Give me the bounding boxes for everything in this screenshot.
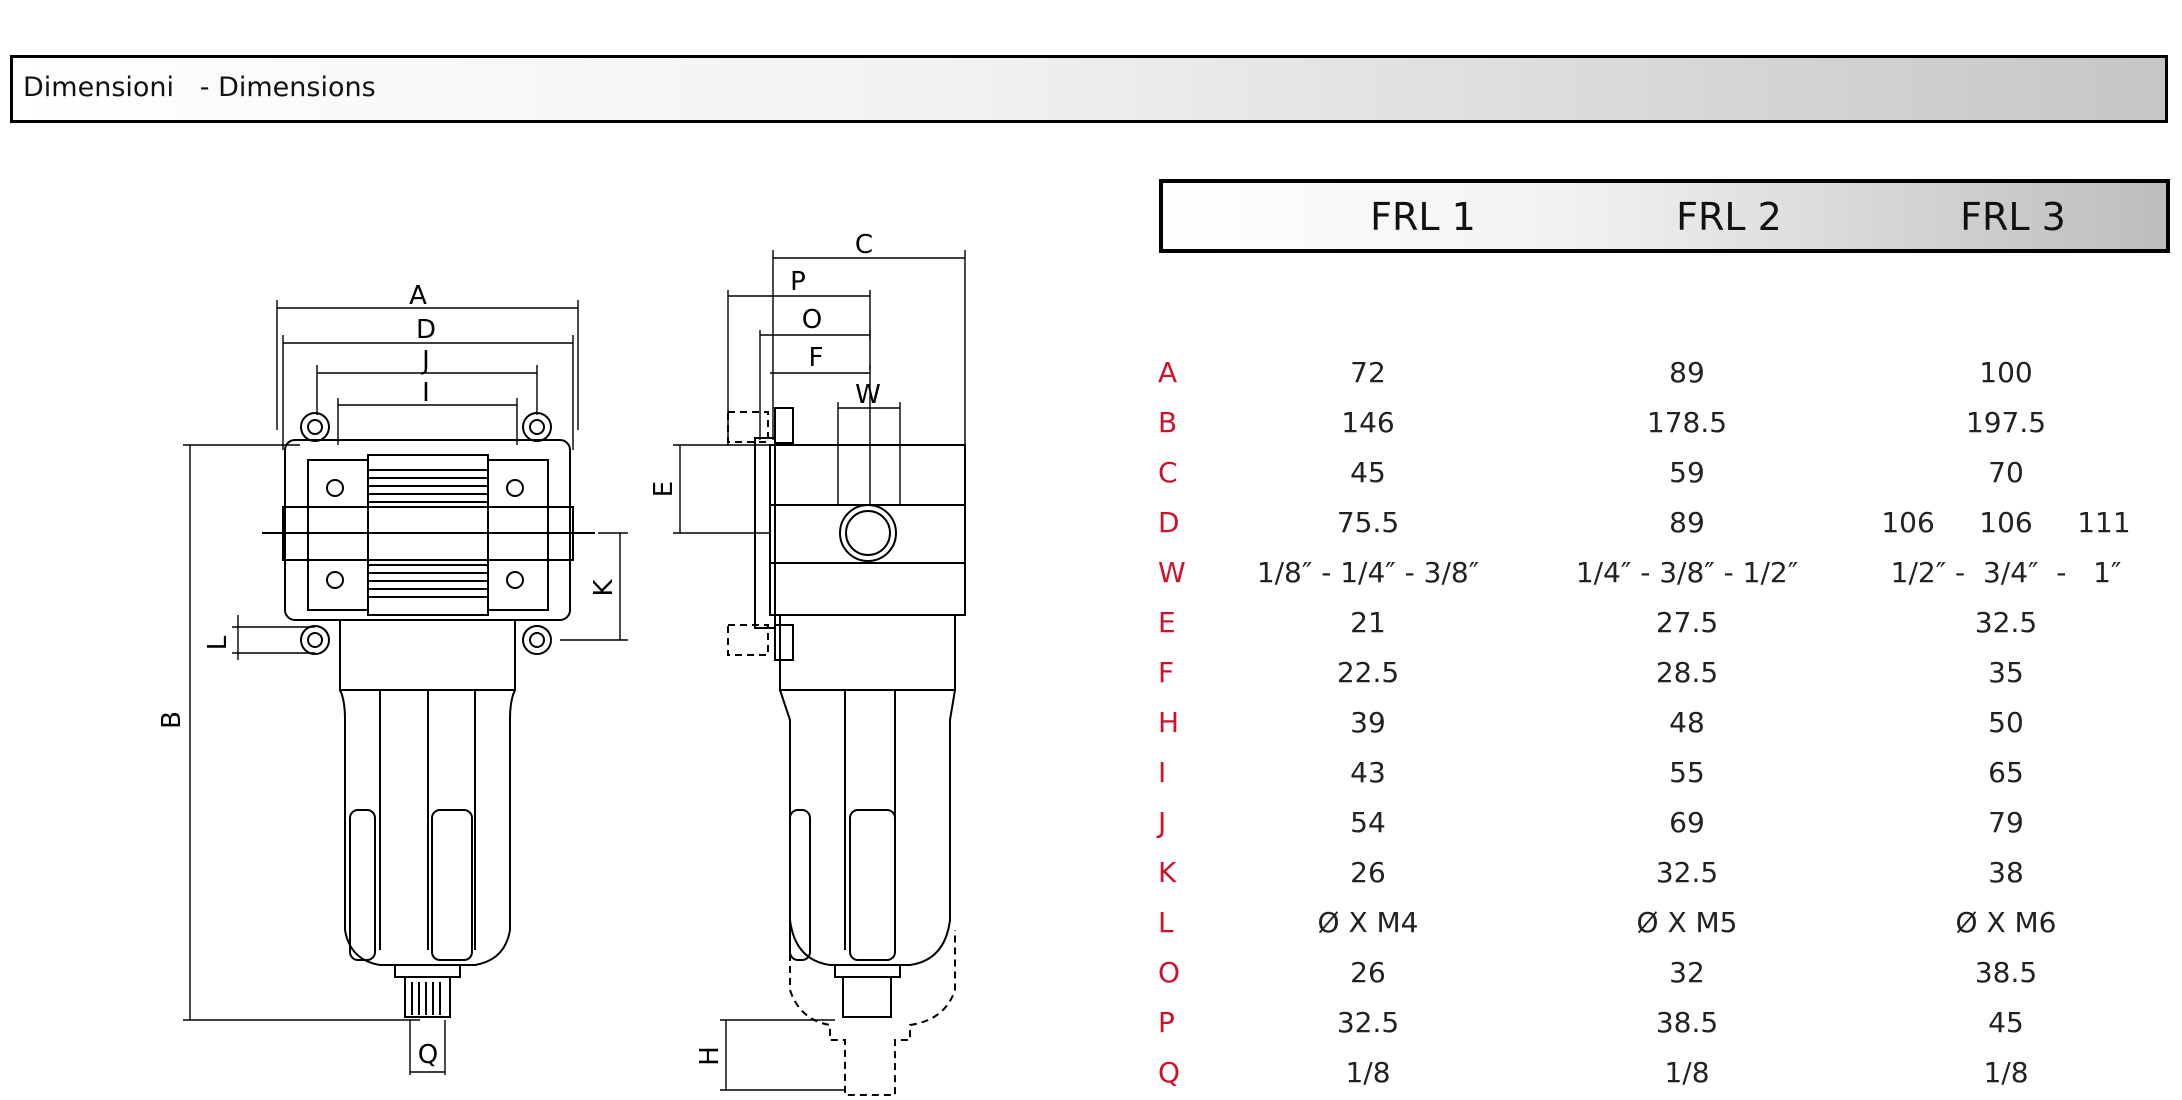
label-o: O	[802, 305, 822, 335]
row-value-frl1: 26	[1350, 856, 1386, 889]
front-head-block	[284, 439, 571, 621]
label-h: H	[695, 1046, 725, 1066]
row-key: H	[1158, 706, 1180, 739]
row-value-frl2: Ø X M5	[1636, 906, 1738, 939]
label-q: Q	[418, 1040, 438, 1070]
label-p: P	[790, 267, 806, 297]
row-value-frl2: 28.5	[1655, 656, 1719, 689]
table-row: B 146 178.5 197.5	[0, 400, 2182, 450]
row-key: L	[1158, 906, 1174, 939]
row-value-frl3: 50	[1988, 706, 2024, 739]
table-row: E 21 27.5 32.5	[0, 600, 2182, 650]
row-key: P	[1158, 1006, 1175, 1039]
label-l: L	[203, 635, 233, 650]
table-row: L Ø X M4 Ø X M5 Ø X M6	[0, 900, 2182, 950]
row-value-frl3: 79	[1988, 806, 2024, 839]
row-value-frl1: 72	[1350, 356, 1386, 389]
label-w: W	[855, 380, 881, 410]
row-key: D	[1158, 506, 1180, 539]
table-row: K 26 32.5 38	[0, 850, 2182, 900]
row-key: J	[1158, 806, 1167, 839]
row-key: E	[1158, 606, 1176, 639]
row-value-frl3: 106 106 111	[1881, 506, 2131, 539]
row-value-frl1: 1/8	[1345, 1056, 1391, 1089]
row-value-frl1: 75.5	[1336, 506, 1400, 539]
column-header-frl3: FRL 3	[1960, 195, 2066, 239]
row-value-frl3: 38.5	[1974, 956, 2038, 989]
row-value-frl2: 89	[1669, 356, 1705, 389]
row-key: W	[1158, 556, 1186, 589]
row-value-frl2: 27.5	[1655, 606, 1719, 639]
table-row: P 32.5 38.5 45	[0, 1000, 2182, 1050]
label-i: I	[422, 378, 430, 408]
row-value-frl2: 178.5	[1646, 406, 1728, 439]
table-row: I 43 55 65	[0, 750, 2182, 800]
dimensions-table-header: FRL 1 FRL 2 FRL 3	[1159, 179, 2170, 253]
row-value-frl1: 45	[1350, 456, 1386, 489]
column-header-frl2: FRL 2	[1676, 195, 1782, 239]
row-value-frl3: 100	[1979, 356, 2033, 389]
label-a: A	[409, 281, 427, 311]
table-row: Q 1/8 1/8 1/8	[0, 1050, 2182, 1100]
row-key: O	[1158, 956, 1181, 989]
label-f: F	[809, 343, 824, 373]
row-value-frl1: 39	[1350, 706, 1386, 739]
row-value-frl2: 48	[1669, 706, 1705, 739]
row-value-frl1: 43	[1350, 756, 1386, 789]
label-d: D	[416, 315, 436, 345]
label-e: E	[649, 481, 679, 497]
row-value-frl1: Ø X M4	[1317, 906, 1419, 939]
row-value-frl3: 1/2″ - 3/4″ - 1″	[1890, 556, 2122, 589]
column-header-frl1: FRL 1	[1370, 195, 1476, 239]
row-value-frl2: 1/8	[1664, 1056, 1710, 1089]
row-value-frl3: 65	[1988, 756, 2024, 789]
table-row: O 26 32 38.5	[0, 950, 2182, 1000]
label-c: C	[855, 230, 873, 260]
table-row: A 72 89 100	[0, 350, 2182, 400]
row-key: I	[1158, 756, 1167, 789]
row-key: C	[1158, 456, 1178, 489]
row-value-frl3: 197.5	[1965, 406, 2047, 439]
table-row: H 39 48 50	[0, 700, 2182, 750]
table-row: J 54 69 79	[0, 800, 2182, 850]
table-row: C 45 59 70	[0, 450, 2182, 500]
row-value-frl2: 55	[1669, 756, 1705, 789]
row-value-frl2: 59	[1669, 456, 1705, 489]
label-b: B	[157, 711, 187, 729]
label-j: J	[420, 346, 430, 376]
row-value-frl1: 146	[1341, 406, 1395, 439]
table-row: F 22.5 28.5 35	[0, 650, 2182, 700]
row-value-frl3: 35	[1988, 656, 2024, 689]
row-value-frl3: 38	[1988, 856, 2024, 889]
row-value-frl1: 1/8″ - 1/4″ - 3/8″	[1256, 556, 1480, 589]
section-title-bar: Dimensioni - Dimensions	[10, 55, 2168, 123]
row-value-frl2: 69	[1669, 806, 1705, 839]
row-value-frl3: Ø X M6	[1955, 906, 2057, 939]
row-value-frl1: 22.5	[1336, 656, 1400, 689]
row-key: K	[1158, 856, 1177, 889]
row-value-frl2: 32	[1669, 956, 1705, 989]
row-value-frl2: 38.5	[1655, 1006, 1719, 1039]
row-value-frl3: 45	[1988, 1006, 2024, 1039]
row-value-frl3: 32.5	[1974, 606, 2038, 639]
section-title: Dimensioni - Dimensions	[23, 72, 376, 103]
row-value-frl1: 32.5	[1336, 1006, 1400, 1039]
row-value-frl2: 32.5	[1655, 856, 1719, 889]
row-value-frl3: 1/8	[1983, 1056, 2029, 1089]
row-key: F	[1158, 656, 1175, 689]
row-value-frl2: 89	[1669, 506, 1705, 539]
table-row: W 1/8″ - 1/4″ - 3/8″ 1/4″ - 3/8″ - 1/2″ …	[0, 550, 2182, 600]
row-key: Q	[1158, 1056, 1181, 1089]
row-value-frl3: 70	[1988, 456, 2024, 489]
row-key: A	[1158, 356, 1178, 389]
row-value-frl1: 54	[1350, 806, 1386, 839]
row-key: B	[1158, 406, 1178, 439]
table-row: D 75.5 89 106 106 111	[0, 500, 2182, 550]
label-k: K	[589, 579, 619, 597]
row-value-frl2: 1/4″ - 3/8″ - 1/2″	[1575, 556, 1799, 589]
row-value-frl1: 26	[1350, 956, 1386, 989]
row-value-frl1: 21	[1350, 606, 1386, 639]
